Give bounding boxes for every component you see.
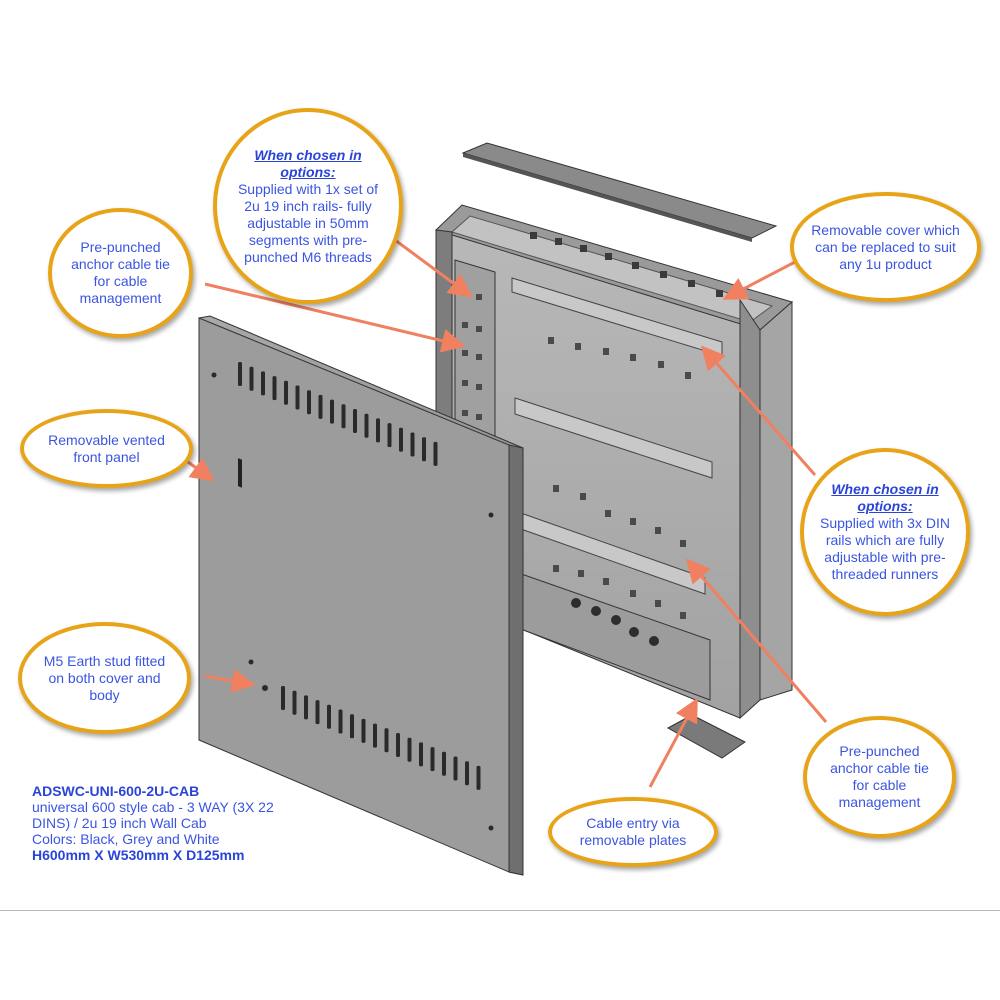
vent-slot [361, 718, 366, 743]
front-panel [198, 315, 524, 876]
vent-slot [384, 728, 389, 753]
vent-slot [350, 714, 354, 739]
vent-slot [353, 409, 357, 433]
vent-slot [396, 733, 400, 757]
callout-cable-entry-text: Cable entry via removable plates [579, 815, 687, 848]
callout-cable-tie-left: Pre-punched anchor cable tie for cable m… [48, 208, 193, 338]
callout-front-panel-text: Removable vented front panel [48, 431, 165, 465]
vent-slot [373, 723, 377, 748]
callout-top-cover-text: Removable cover which can be replaced to… [811, 221, 960, 272]
vent-slot [338, 709, 343, 734]
callout-2u-rails: When chosen in options: Supplied with 1x… [213, 108, 403, 304]
callout-earth-stud: M5 Earth stud fitted on both cover and b… [18, 622, 191, 734]
top-cover-plate [461, 142, 778, 242]
callout-din-rails-text: Supplied with 3x DIN rails which are ful… [820, 515, 950, 582]
product-dimensions: H600mm X W530mm X D125mm [32, 847, 245, 863]
vent-slot [304, 695, 308, 720]
callout-din-rails: When chosen in options: Supplied with 3x… [800, 448, 970, 616]
vent-slot [295, 385, 300, 410]
product-description: universal 600 style cab - 3 WAY (3X 22 D… [32, 799, 274, 831]
vent-slot [341, 404, 346, 429]
vent-slot [364, 413, 369, 438]
vent-slot [376, 418, 380, 443]
vent-slot [419, 742, 423, 767]
callout-earth-stud-text: M5 Earth stud fitted on both cover and b… [43, 652, 166, 703]
vent-slot [387, 423, 392, 448]
vent-slot [422, 437, 426, 462]
vent-slot [249, 366, 254, 391]
callout-cable-entry: Cable entry via removable plates [548, 797, 718, 867]
vent-slot [238, 362, 242, 386]
callout-cable-tie-right-text: Pre-punched anchor cable tie for cable m… [830, 743, 929, 810]
callout-cable-tie-left-text: Pre-punched anchor cable tie for cable m… [71, 239, 170, 306]
callout-cable-tie-right: Pre-punched anchor cable tie for cable m… [803, 716, 956, 838]
vent-slot [281, 686, 285, 710]
vent-slot [399, 427, 403, 452]
product-colors: Colors: Black, Grey and White [32, 831, 220, 847]
vent-slot [407, 737, 412, 762]
callout-2u-rails-text: Supplied with 1x set of 2u 19 inch rails… [237, 180, 379, 265]
vent-slot [315, 700, 320, 725]
vent-slot [465, 761, 469, 786]
vent-slot [442, 751, 446, 776]
vent-slot [318, 394, 323, 419]
vent-slot [433, 441, 438, 466]
vent-slot [272, 376, 277, 401]
vent-slot [453, 756, 458, 781]
product-model: ADSWC-UNI-600-2U-CAB [32, 783, 200, 799]
vent-slot [307, 390, 311, 415]
callout-arrows [187, 238, 828, 788]
vent-slot [284, 380, 288, 405]
vent-slot [430, 747, 435, 772]
callout-top-cover: Removable cover which can be replaced to… [790, 192, 981, 302]
vent-slot [476, 765, 481, 790]
divider-line [0, 910, 1000, 911]
vent-slot [327, 704, 331, 729]
vent-slot [261, 371, 265, 396]
callout-din-rails-heading: When chosen in options: [831, 481, 939, 514]
callout-front-panel: Removable vented front panel [20, 409, 193, 488]
vent-slot [292, 690, 297, 715]
vent-slot [410, 432, 415, 457]
product-info: ADSWC-UNI-600-2U-CAB universal 600 style… [32, 783, 322, 863]
vent-slot [330, 399, 334, 424]
callout-2u-rails-heading: When chosen in options: [254, 146, 362, 180]
